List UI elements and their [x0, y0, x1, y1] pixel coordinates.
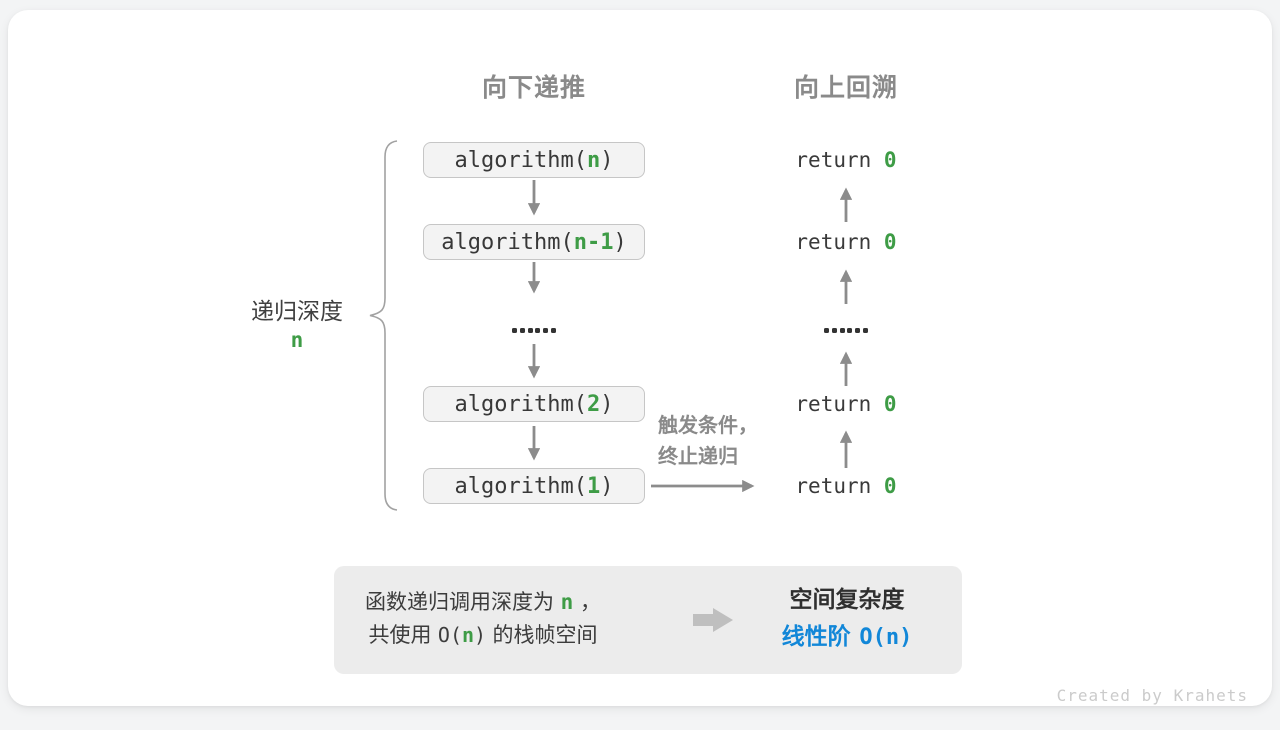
call-close: )	[613, 229, 627, 255]
ellipsis-dots-right	[824, 327, 868, 333]
return-keyword: return	[795, 474, 884, 498]
return-line-4: return 0	[776, 472, 916, 500]
return-value: 0	[883, 474, 897, 498]
complexity-summary-box	[334, 566, 962, 674]
call-close: )	[600, 391, 614, 417]
big-o-open: O(	[437, 623, 462, 647]
summary-var: n	[560, 590, 574, 614]
header-downward-recursion: 向下递推	[481, 74, 586, 102]
call-arg: 1	[586, 473, 601, 499]
return-line-2: return 0	[776, 228, 916, 256]
return-value: 0	[883, 230, 897, 254]
call-text: algorithm(	[454, 391, 587, 417]
call-arg: n	[586, 147, 601, 173]
credit-text: Created by Krahets	[1056, 686, 1248, 705]
call-text: algorithm(	[454, 473, 587, 499]
summary-var: n	[462, 623, 475, 647]
return-keyword: return	[795, 392, 884, 416]
summary-text: 函数递归调用深度为	[364, 591, 554, 614]
return-keyword: return	[795, 230, 884, 254]
call-arg: n-1	[573, 229, 614, 255]
header-upward-backtracking: 向上回溯	[793, 74, 898, 102]
summary-text: ，	[580, 591, 602, 614]
call-close: )	[600, 473, 614, 499]
call-text: algorithm(	[441, 229, 574, 255]
call-arg: 2	[586, 391, 601, 417]
depth-brace	[369, 140, 398, 511]
terminate-condition-label: 触发条件， 终止递归	[658, 411, 758, 473]
terminate-condition-line2: 终止递归	[658, 446, 738, 468]
complexity-big-o: O(n)	[859, 625, 913, 650]
call-box-algorithm-1: algorithm(1)	[423, 468, 645, 504]
diagram-card: 向下递推 向上回溯 递归深度 n algorithm(n) algorithm(…	[8, 10, 1272, 706]
recursion-depth-var: n	[290, 328, 304, 352]
return-value: 0	[883, 148, 897, 172]
return-keyword: return	[795, 148, 884, 172]
summary-text: 共使用	[368, 624, 432, 647]
space-complexity-value: 线性阶 O(n)	[737, 621, 957, 653]
return-value: 0	[883, 392, 897, 416]
return-line-1: return 0	[776, 146, 916, 174]
summary-description-line1: 函数递归调用深度为 n ，	[338, 586, 628, 619]
space-complexity-title: 空间复杂度	[789, 586, 905, 612]
call-close: )	[600, 147, 614, 173]
call-box-algorithm-2: algorithm(2)	[423, 386, 645, 422]
summary-text: 的栈帧空间	[492, 624, 598, 647]
complexity-result: 空间复杂度 线性阶 O(n)	[737, 584, 957, 653]
call-box-algorithm-n: algorithm(n)	[423, 142, 645, 178]
complexity-order-label: 线性阶	[781, 623, 851, 649]
ellipsis-dots-left	[512, 327, 556, 333]
recursion-depth-label: 递归深度	[251, 298, 343, 324]
return-line-3: return 0	[776, 390, 916, 418]
call-text: algorithm(	[454, 147, 587, 173]
big-o-close: )	[474, 623, 487, 647]
terminate-condition-line1: 触发条件，	[658, 415, 758, 437]
call-box-algorithm-n-1: algorithm(n-1)	[423, 224, 645, 260]
